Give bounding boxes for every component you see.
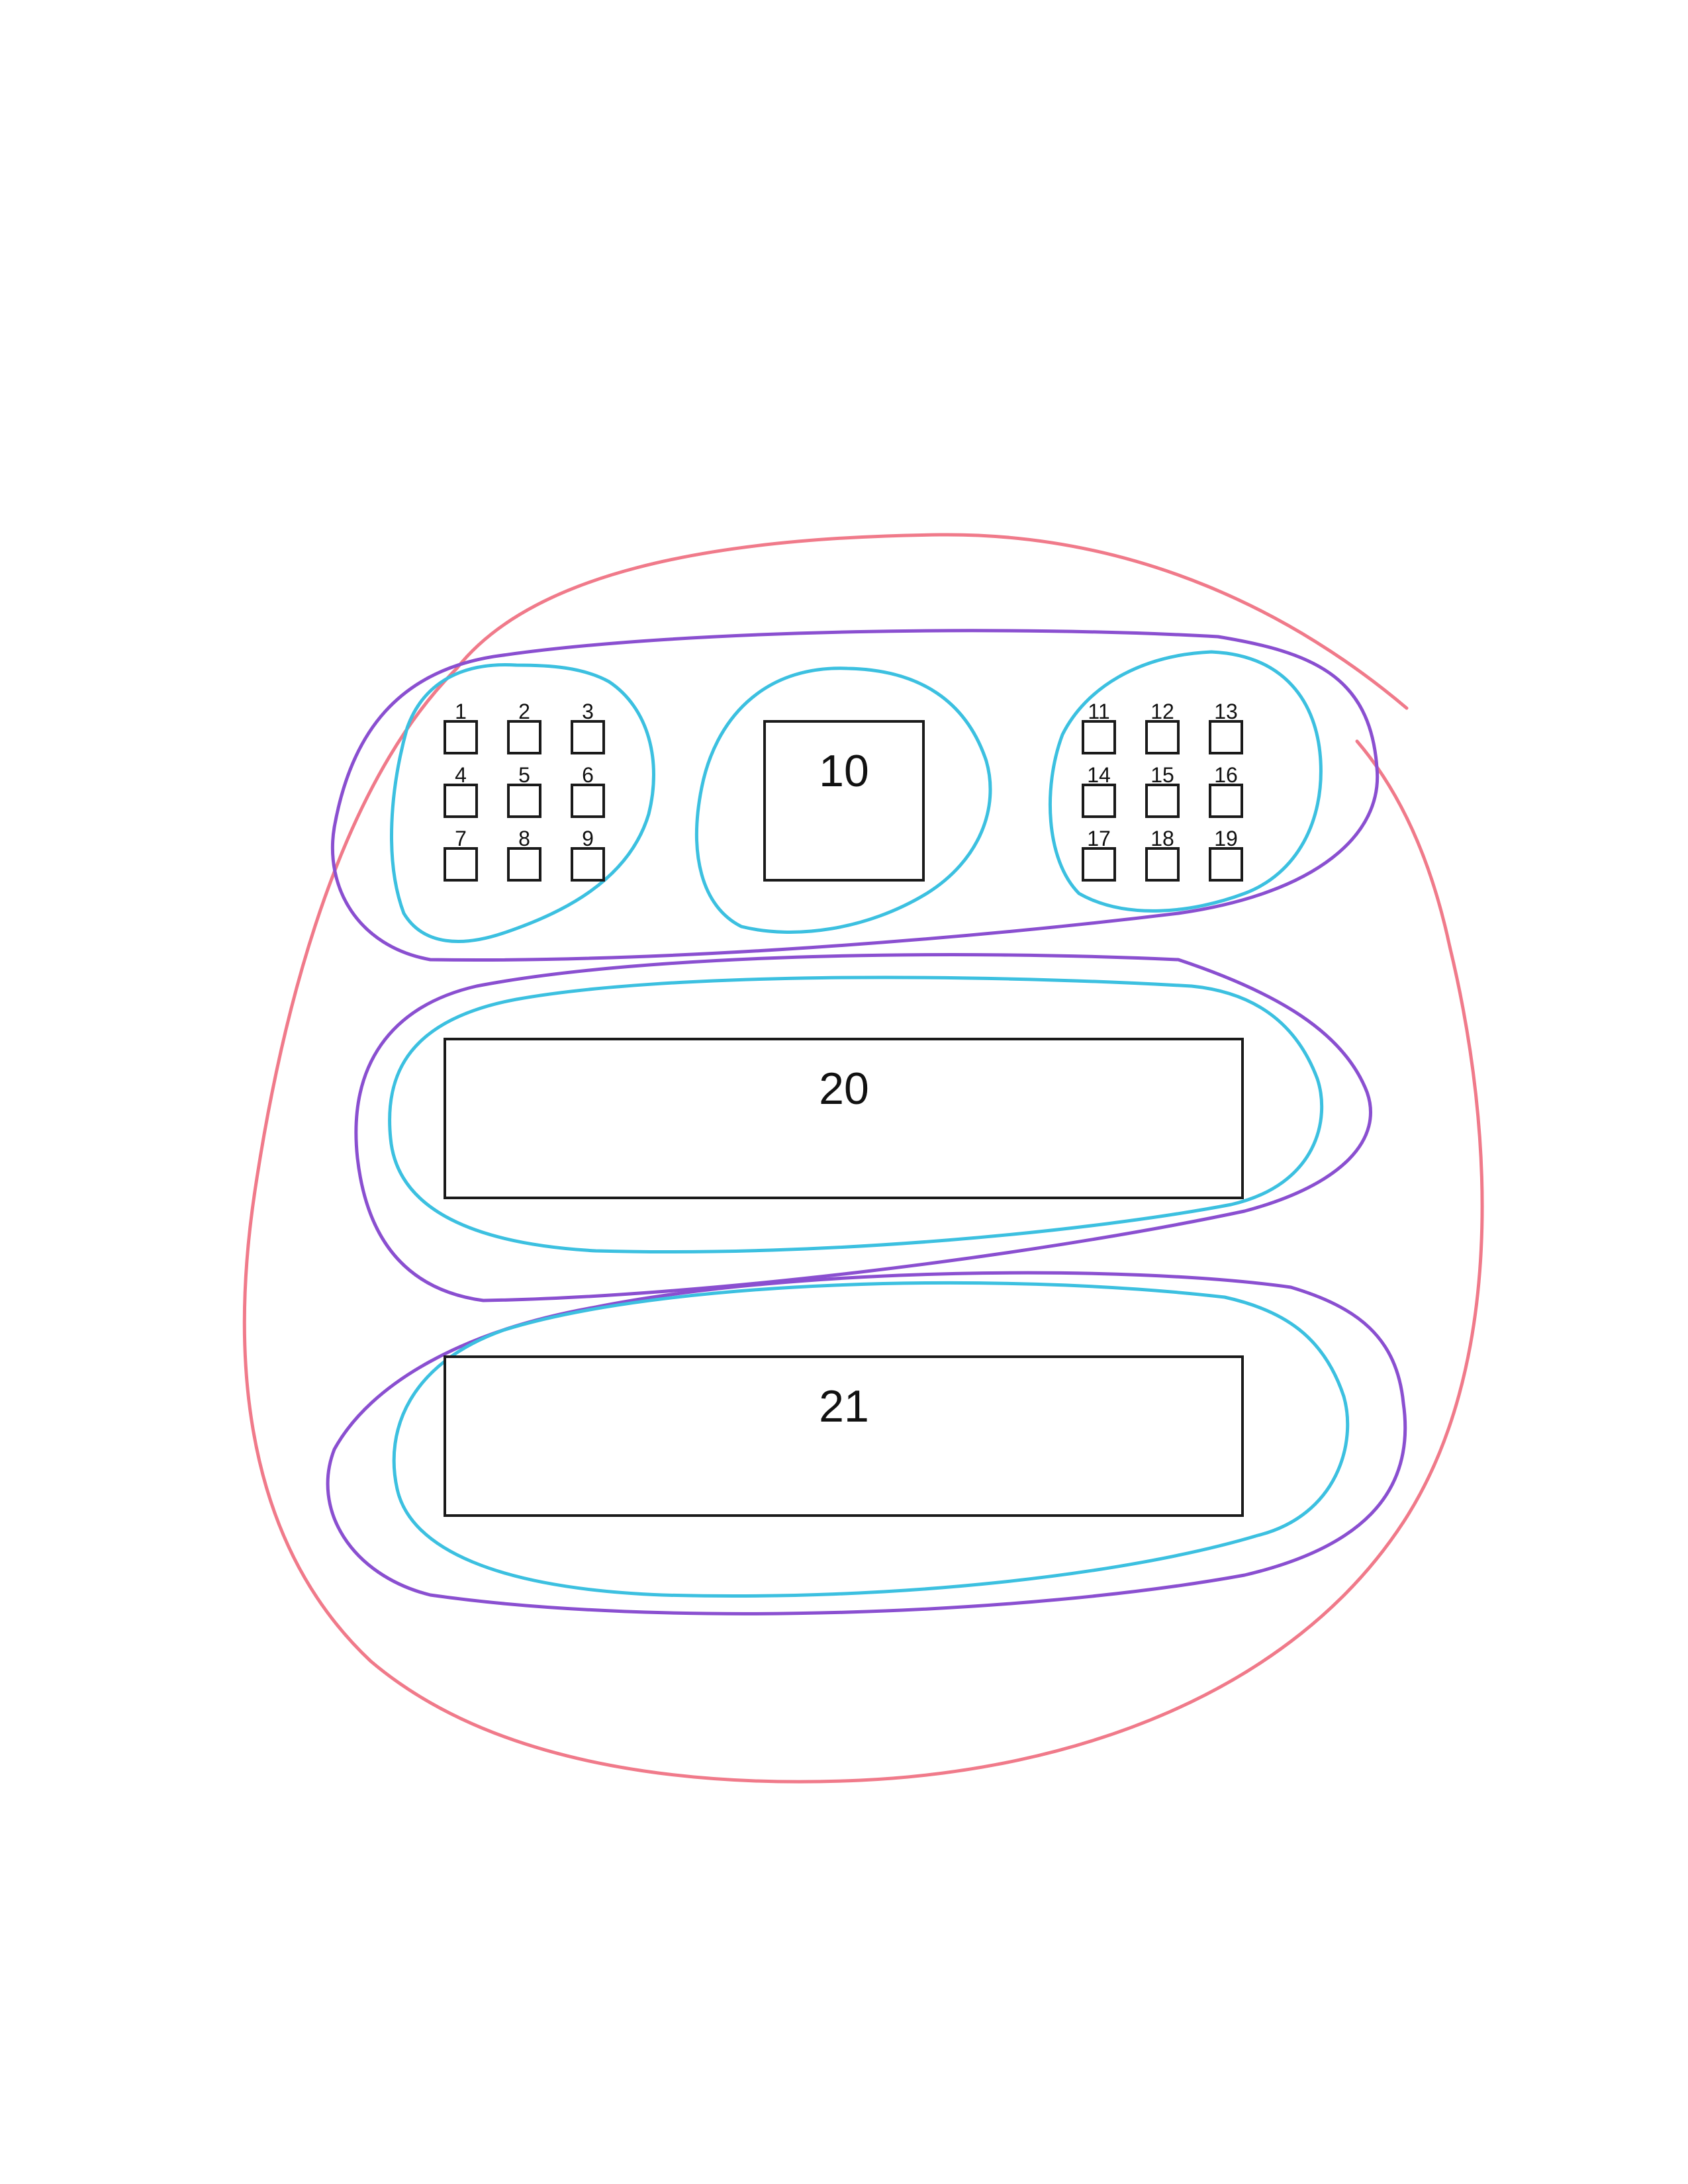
box-21-label: 21: [819, 1381, 869, 1432]
box-4: 4: [444, 763, 478, 818]
box-8-label: 8: [518, 827, 530, 850]
box-1: 1: [444, 700, 478, 754]
box-5-frame: [507, 784, 541, 818]
box-16-frame: [1209, 784, 1243, 818]
box-grid-left: 1 2 3 4 5 6 7 8 9: [444, 700, 605, 882]
box-12-label: 12: [1150, 700, 1174, 723]
box-7-frame: [444, 847, 478, 882]
box-8: 8: [507, 827, 541, 882]
box-13: 13: [1209, 700, 1243, 754]
box-14-label: 14: [1087, 763, 1111, 787]
box-9: 9: [571, 827, 605, 882]
hand-drawn-loops: [242, 533, 1484, 1784]
box-3: 3: [571, 700, 605, 754]
box-18: 18: [1145, 827, 1180, 882]
box-15: 15: [1145, 763, 1180, 818]
box-3-label: 3: [582, 700, 594, 723]
row-loop-bottom: [326, 1271, 1407, 1615]
box-16: 16: [1209, 763, 1243, 818]
box-4-label: 4: [455, 763, 467, 787]
box-2: 2: [507, 700, 541, 754]
box-13-frame: [1209, 720, 1243, 754]
box-10-label: 10: [819, 746, 869, 796]
box-12-frame: [1145, 720, 1180, 754]
box-14: 14: [1082, 763, 1116, 818]
box-11: 11: [1082, 700, 1116, 754]
group-loop-right: [1048, 650, 1323, 913]
box-17-frame: [1082, 847, 1116, 882]
box-18-frame: [1145, 847, 1180, 882]
group-loop-center: [695, 666, 992, 934]
box-5-label: 5: [518, 763, 530, 787]
box-8-frame: [507, 847, 541, 882]
box-11-label: 11: [1088, 700, 1109, 723]
box-19-frame: [1209, 847, 1243, 882]
box-2-frame: [507, 720, 541, 754]
box-grid-right: 11 12 13 14 15 16 17 18 19: [1082, 700, 1243, 882]
box-13-label: 13: [1214, 700, 1238, 723]
box-20-label: 20: [819, 1064, 869, 1114]
box-1-label: 1: [455, 700, 467, 723]
box-5: 5: [507, 763, 541, 818]
box-18-label: 18: [1150, 827, 1174, 850]
box-19: 19: [1209, 827, 1243, 882]
box-7: 7: [444, 827, 478, 882]
box-16-label: 16: [1214, 763, 1238, 787]
box-19-label: 19: [1214, 827, 1238, 850]
box-20: 20: [444, 1038, 1244, 1199]
box-14-frame: [1082, 784, 1116, 818]
box-15-frame: [1145, 784, 1180, 818]
box-12: 12: [1145, 700, 1180, 754]
group-loop-left: [390, 662, 655, 943]
box-17: 17: [1082, 827, 1116, 882]
box-17-label: 17: [1087, 827, 1111, 850]
box-1-frame: [444, 720, 478, 754]
box-11-frame: [1082, 720, 1116, 754]
box-9-label: 9: [582, 827, 594, 850]
box-21: 21: [444, 1355, 1244, 1517]
box-6: 6: [571, 763, 605, 818]
box-10: 10: [763, 720, 925, 882]
box-15-label: 15: [1150, 763, 1174, 787]
row-loop-top: [330, 629, 1380, 962]
box-7-label: 7: [455, 827, 467, 850]
box-2-label: 2: [518, 700, 530, 723]
box-4-frame: [444, 784, 478, 818]
row-loop-middle: [354, 953, 1372, 1302]
group-loop-wide-bottom: [392, 1281, 1350, 1598]
outer-loop: [242, 533, 1484, 1784]
group-loop-wide-top: [388, 976, 1324, 1254]
box-6-frame: [571, 784, 605, 818]
box-6-label: 6: [582, 763, 594, 787]
box-3-frame: [571, 720, 605, 754]
box-9-frame: [571, 847, 605, 882]
